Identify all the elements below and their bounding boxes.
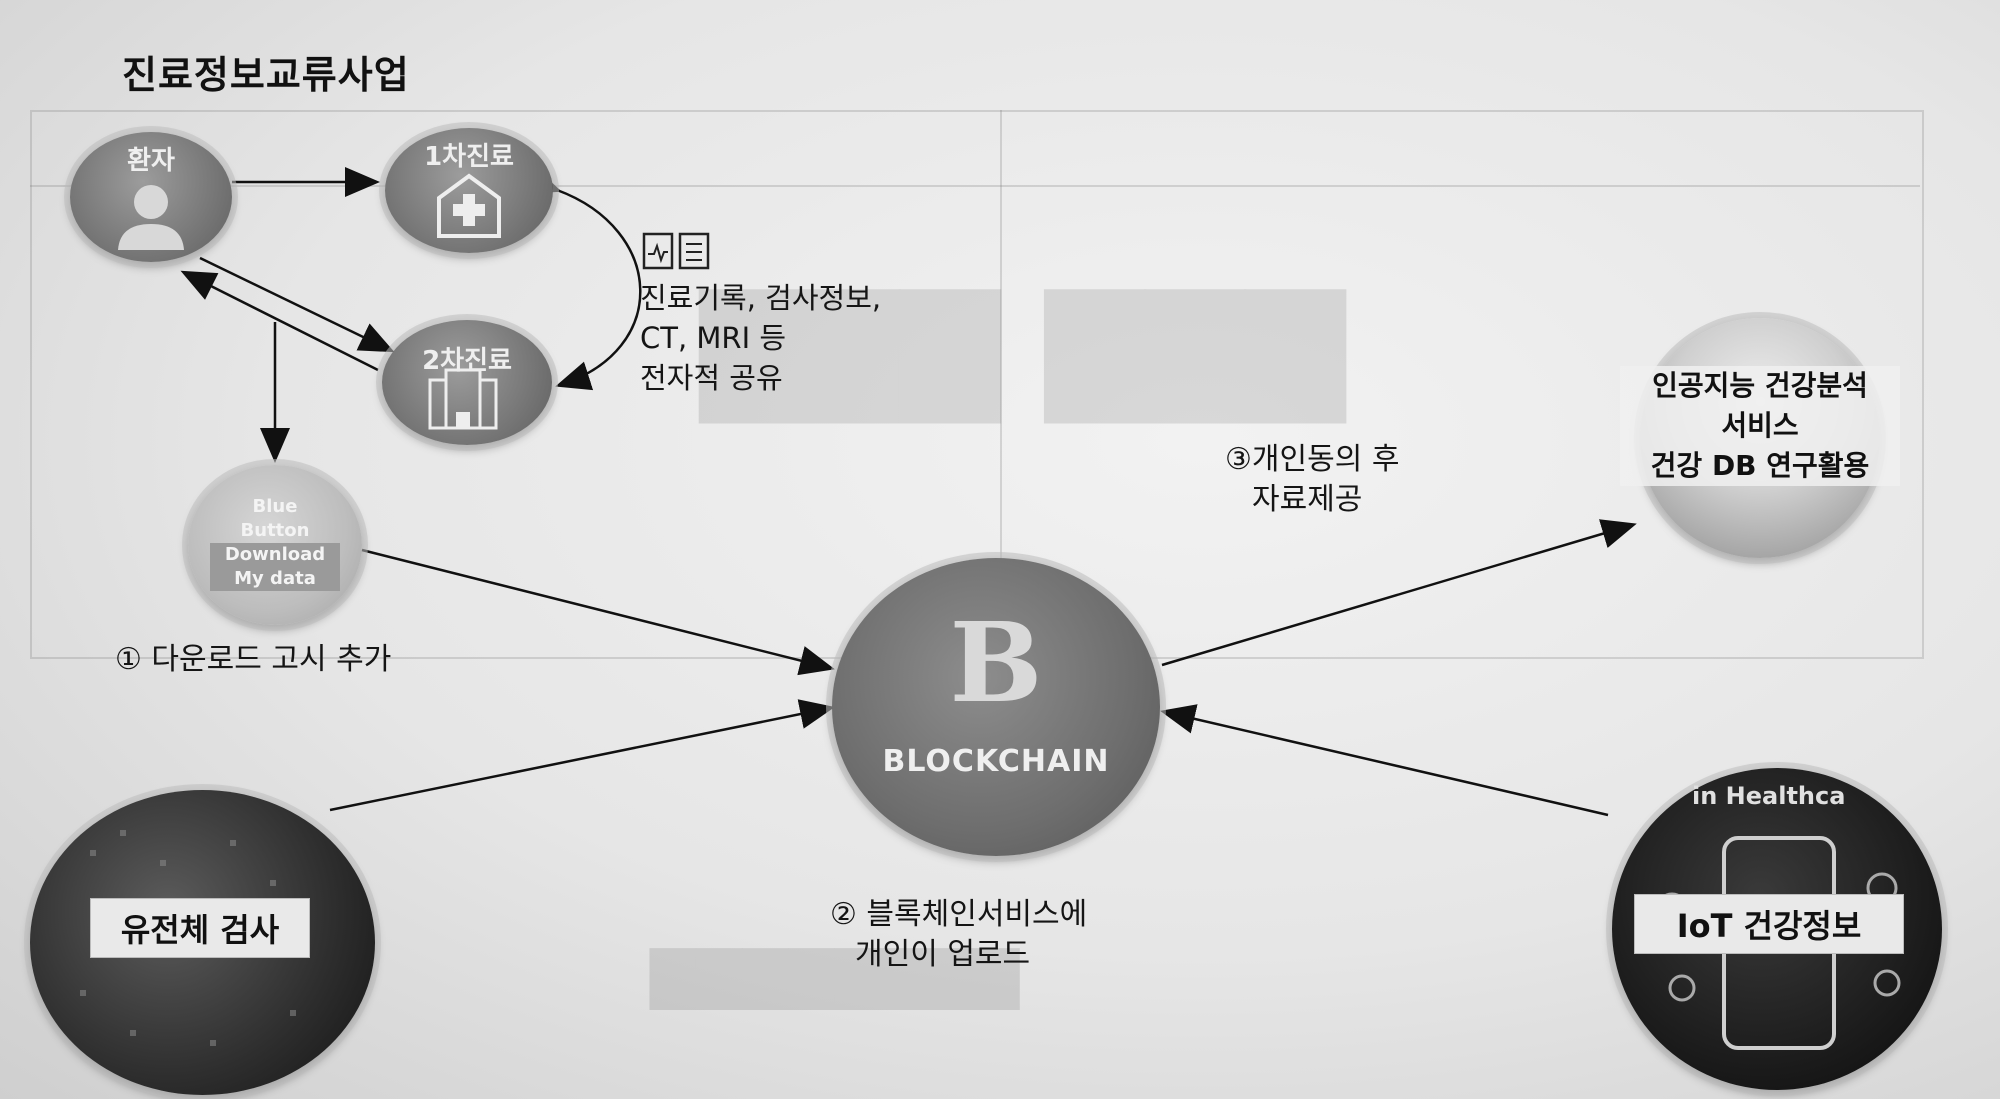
ai-service-line1: 인공지능 건강분석	[1652, 369, 1868, 402]
ai-service-line3: 건강 DB 연구활용	[1650, 449, 1870, 482]
ghost-table-rule	[30, 185, 1920, 187]
shared-records-line3: 전자적 공유	[640, 361, 783, 395]
patient-node: 환자	[70, 132, 232, 262]
arrow-bluebutton-to-blockchain	[361, 548, 835, 676]
shared-records-line2: CT, MRI 등	[640, 321, 787, 355]
ghost-table-divider	[1000, 110, 1002, 655]
arrow-primary-secondary-share	[523, 165, 642, 391]
step3-line1: ③개인동의 후	[1225, 442, 1400, 477]
step1-label: ① 다운로드 고시 추가	[115, 642, 392, 677]
ghost-bottom-text: ▇▇▇▇▇▇▇▇	[650, 940, 1020, 1010]
blue-button-line3: Download	[210, 543, 340, 567]
bitcoin-icon: B	[949, 598, 1043, 727]
iot-node: in Healthca IoT 건강정보	[1612, 768, 1942, 1090]
arrow-blockchain-to-ai	[1161, 519, 1637, 667]
blue-button-node: Blue Button Download My data	[188, 465, 362, 625]
hospital-icon	[437, 173, 501, 238]
step2-line1: ② 블록체인서비스에	[830, 897, 1088, 932]
iot-label: IoT 건강정보	[1634, 894, 1904, 954]
arrow-secondary-to-patient	[180, 270, 379, 372]
primary-care-label: 1차진료	[424, 142, 514, 172]
primary-care-node: 1차진료	[385, 128, 553, 253]
step2-line2: 개인이 업로드	[855, 937, 1031, 972]
blue-button-line4: My data	[210, 567, 340, 591]
document-icon	[642, 232, 710, 270]
blockchain-label: BLOCKCHAIN	[882, 744, 1110, 779]
secondary-care-node: 2차진료	[382, 320, 552, 445]
step3-line2: 자료제공	[1252, 482, 1363, 517]
person-icon	[118, 185, 184, 250]
shared-records-line1: 진료기록, 검사정보,	[640, 281, 882, 315]
arrow-iot-to-blockchain	[1160, 704, 1609, 817]
ai-service-node: 인공지능 건강분석 서비스 건강 DB 연구활용	[1620, 318, 1900, 558]
blue-button-line2: Button	[240, 520, 310, 541]
arrow-genome-to-blockchain	[329, 699, 835, 812]
arrow-patient-to-secondary	[199, 256, 395, 353]
iot-banner: in Healthca	[1692, 782, 1846, 810]
diagram-title: 진료정보교류사업	[122, 53, 410, 97]
genome-label: 유전체 검사	[90, 898, 310, 958]
blockchain-node: B BLOCKCHAIN	[832, 558, 1160, 856]
blue-button-line1: Blue	[252, 496, 298, 517]
ghost-text-block: ▇▇▇ ▇▇▇	[700, 270, 1346, 422]
genome-node: 유전체 검사	[30, 790, 375, 1095]
building-icon	[428, 368, 498, 430]
ai-service-line2: 서비스	[1721, 409, 1799, 442]
patient-label: 환자	[127, 146, 175, 176]
